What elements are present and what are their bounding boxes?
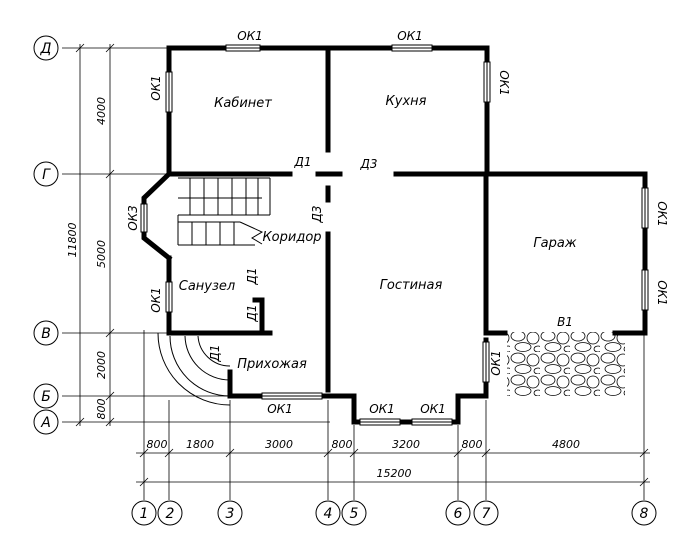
- dim-g-v: 5000: [95, 240, 108, 268]
- dim-v-b: 2000: [95, 351, 108, 379]
- label-win-bottom-living-b: ОК1: [420, 402, 446, 416]
- axis-bubble-g: Г: [33, 161, 59, 187]
- axis-bubble-8: 8: [631, 500, 657, 526]
- dim-h-4: 800: [332, 438, 353, 451]
- axis-label-2: 2: [166, 506, 175, 522]
- axis-bubble-4: 4: [315, 500, 341, 526]
- axis-bubble-6: 6: [445, 500, 471, 526]
- windows: [140, 44, 649, 426]
- axis-bubble-b: Б: [33, 383, 59, 409]
- label-door-kitchen: Д3: [359, 157, 377, 171]
- label-door-entry: Д1: [208, 344, 222, 362]
- stone-paving: [507, 332, 625, 396]
- axis-bubble-d: Д: [33, 35, 59, 61]
- room-corridor: Коридор: [262, 230, 321, 245]
- axis-label-a: А: [40, 415, 51, 431]
- label-win-garage-top: ОК1: [655, 201, 669, 227]
- axis-bubble-1: 1: [131, 500, 157, 526]
- axis-label-7: 7: [482, 506, 491, 522]
- axis-bubble-3: 3: [217, 500, 243, 526]
- axis-label-4: 4: [324, 506, 333, 522]
- label-garage-gate: В1: [557, 315, 573, 329]
- axis-label-8: 8: [640, 506, 649, 522]
- dim-h-7: 4800: [552, 438, 580, 451]
- vertical-dimension-lines: [75, 43, 115, 427]
- room-study: Кабинет: [214, 96, 272, 111]
- axis-bubble-2: 2: [157, 500, 183, 526]
- label-door-bath-b: Д1: [245, 304, 259, 322]
- label-win-bottom-living-a: ОК1: [369, 402, 395, 416]
- axis-grid-lines: [62, 47, 645, 500]
- axis-label-5: 5: [350, 506, 359, 522]
- room-garage: Гараж: [533, 236, 576, 251]
- staircase: [177, 177, 271, 246]
- dim-total-height: 11800: [66, 223, 79, 258]
- axis-bubble-a: А: [33, 409, 59, 435]
- axis-bubble-v: В: [33, 320, 59, 346]
- label-door-living: Д3: [310, 205, 324, 223]
- dim-h-3: 3000: [265, 438, 293, 451]
- room-living: Гостиная: [380, 278, 443, 293]
- axis-label-d: Д: [40, 41, 52, 57]
- axis-bubble-7: 7: [473, 500, 499, 526]
- label-win-bottom-hall: ОК1: [267, 402, 293, 416]
- label-win-left-bath: ОК1: [149, 287, 163, 313]
- dim-h-total: 15200: [377, 467, 412, 480]
- label-win-top-right: ОК1: [397, 29, 423, 43]
- room-bathroom: Санузел: [179, 279, 235, 294]
- label-win-right-kitchen: ОК1: [497, 70, 511, 96]
- label-door-corridor: Д1: [293, 155, 311, 169]
- dim-d-g: 4000: [95, 97, 108, 125]
- dim-h-1: 800: [147, 438, 168, 451]
- dim-h-2: 1800: [186, 438, 214, 451]
- label-win-top-left: ОК1: [237, 29, 263, 43]
- axis-label-6: 6: [454, 506, 463, 522]
- label-win-right-living: ОК1: [489, 350, 503, 376]
- dim-b-a: 800: [95, 399, 108, 420]
- label-door-bath-a: Д1: [245, 267, 259, 285]
- axis-label-v: В: [41, 326, 51, 342]
- axis-label-g: Г: [42, 167, 51, 183]
- dim-h-6: 800: [462, 438, 483, 451]
- label-win-garage-bottom: ОК1: [655, 280, 669, 306]
- axis-label-1: 1: [140, 506, 149, 522]
- label-win-left-study: ОК1: [149, 75, 163, 101]
- axis-label-b: Б: [41, 389, 51, 405]
- entry-steps: [157, 332, 231, 406]
- horizontal-dimension-lines: [136, 448, 650, 487]
- room-kitchen: Кухня: [386, 94, 427, 109]
- axis-bubble-5: 5: [341, 500, 367, 526]
- axis-label-3: 3: [226, 506, 235, 522]
- room-hall: Прихожая: [237, 357, 307, 372]
- dim-h-5: 3200: [392, 438, 420, 451]
- label-win-bay: ОК3: [126, 205, 140, 231]
